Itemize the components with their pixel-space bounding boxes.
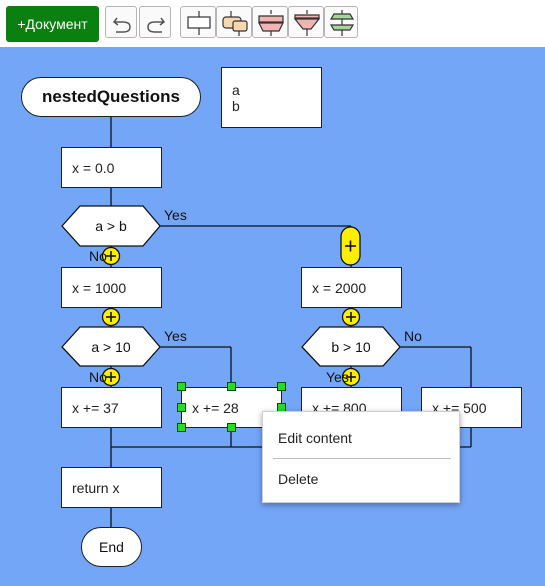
yes-label: Yes xyxy=(164,207,187,223)
yes-label: Yes xyxy=(164,328,187,344)
assign-2000-step[interactable]: x = 2000 xyxy=(301,267,402,308)
decision-a-gt-b[interactable]: a > b xyxy=(95,218,127,234)
resize-handle[interactable] xyxy=(177,403,186,412)
step-text: return x xyxy=(72,479,120,496)
end-terminal[interactable]: End xyxy=(81,527,142,567)
add-subroutine-button[interactable] xyxy=(216,6,252,38)
decision-a-gt-10[interactable]: a > 10 xyxy=(91,339,131,355)
add-step-buttons[interactable] xyxy=(101,246,361,387)
end-label: End xyxy=(99,539,124,555)
resize-handle[interactable] xyxy=(277,382,286,391)
context-menu: Edit content Delete xyxy=(262,411,460,503)
resize-handle[interactable] xyxy=(227,382,236,391)
resize-handle[interactable] xyxy=(177,423,186,432)
flowchart-connectors xyxy=(61,117,472,527)
param-a: a xyxy=(232,81,240,98)
step-text: x = 0.0 xyxy=(72,159,115,176)
add-process-button[interactable] xyxy=(180,6,216,38)
redo-icon xyxy=(147,17,166,33)
step-text: x += 37 xyxy=(72,399,119,416)
step-text: x += 28 xyxy=(192,399,239,416)
new-document-button[interactable]: +Документ xyxy=(6,6,99,42)
inc-37-step[interactable]: x += 37 xyxy=(61,387,162,428)
resize-handle[interactable] xyxy=(227,423,236,432)
no-label: No xyxy=(89,369,107,385)
add-subroutine-icon xyxy=(222,11,248,36)
init-step[interactable]: x = 0.0 xyxy=(61,147,162,188)
toolbar: +Документ xyxy=(0,0,545,48)
param-b: b xyxy=(232,97,240,114)
add-process-icon xyxy=(187,11,211,35)
menu-separator xyxy=(273,458,451,459)
parameters-box[interactable]: a b xyxy=(221,67,322,128)
step-text: x = 1000 xyxy=(72,279,127,296)
yes-label: Yes xyxy=(326,369,349,385)
undo-button[interactable] xyxy=(105,6,137,38)
no-label: No xyxy=(404,328,422,344)
edit-content-menu-item[interactable]: Edit content xyxy=(278,430,352,446)
add-loop-button[interactable] xyxy=(324,6,358,38)
function-name: nestedQuestions xyxy=(42,87,180,106)
step-text: x = 2000 xyxy=(312,279,367,296)
return-step[interactable]: return x xyxy=(61,467,162,508)
delete-menu-item[interactable]: Delete xyxy=(278,471,319,487)
flowchart-canvas[interactable]: nestedQuestions a b x = 0.0 a > b Yes No… xyxy=(0,47,545,586)
add-loop-start-icon xyxy=(258,10,284,36)
assign-1000-step[interactable]: x = 1000 xyxy=(61,267,162,308)
add-loop-end-button[interactable] xyxy=(288,6,324,38)
start-terminal[interactable]: nestedQuestions xyxy=(21,77,201,117)
add-step-pills[interactable] xyxy=(340,226,361,266)
no-label: No xyxy=(89,248,107,264)
decision-b-gt-10[interactable]: b > 10 xyxy=(331,339,371,355)
resize-handle[interactable] xyxy=(177,382,186,391)
add-loop-start-button[interactable] xyxy=(252,6,288,38)
add-loop-end-icon xyxy=(293,10,321,36)
add-loop-icon xyxy=(329,10,355,36)
redo-button[interactable] xyxy=(139,6,171,38)
undo-icon xyxy=(112,17,131,33)
